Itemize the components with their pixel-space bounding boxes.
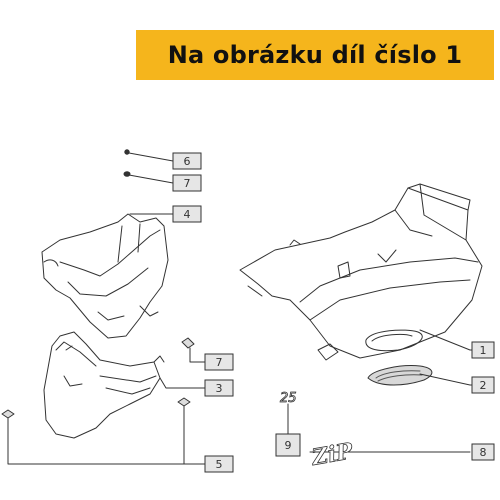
clip-5-left [1, 409, 15, 419]
callout-label: 8 [480, 446, 487, 459]
leader-lines [7, 152, 473, 465]
part-1-side-panel [239, 183, 483, 361]
callout-label: 9 [285, 439, 292, 452]
callout-label: 7 [184, 177, 191, 190]
part-4-inner-cover [41, 213, 169, 339]
decal-9-number: 25 [280, 391, 297, 406]
callout-2: 2 [471, 376, 495, 394]
clip-7 [181, 337, 195, 349]
callout-label: 1 [480, 344, 487, 357]
callout-label: 7 [216, 356, 223, 369]
callout-label: 5 [216, 458, 223, 471]
callout-9: 9 [275, 433, 301, 457]
part-2-oval-grille [367, 365, 433, 386]
callout-4: 4 [172, 205, 202, 223]
part-3-lower-cover [43, 331, 165, 439]
header-banner: Na obrázku díl číslo 1 [136, 30, 494, 80]
callout-label: 3 [216, 382, 223, 395]
callout-7-top: 7 [172, 174, 202, 192]
callout-label: 6 [184, 155, 191, 168]
callout-7-mid: 7 [204, 353, 234, 371]
callout-6: 6 [172, 152, 202, 170]
nut-7-top [123, 171, 131, 177]
callout-1: 1 [471, 341, 495, 359]
screw-6 [124, 149, 130, 155]
callout-3: 3 [204, 379, 234, 397]
callout-8: 8 [471, 443, 495, 461]
callout-5: 5 [204, 455, 234, 473]
callout-label: 2 [480, 379, 487, 392]
decal-8-logo: ZiP [309, 438, 356, 471]
banner-title: Na obrázku díl číslo 1 [167, 41, 463, 69]
clip-5-right [177, 397, 191, 407]
callout-label: 4 [184, 208, 191, 221]
